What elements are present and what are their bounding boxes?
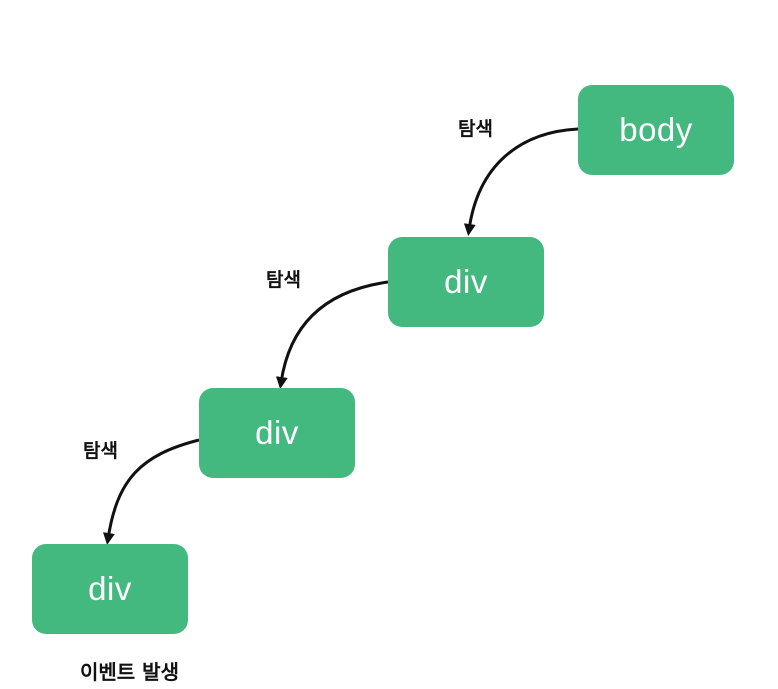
arrow-body-to-div1	[463, 127, 579, 236]
node-body: body	[578, 85, 734, 175]
edge-label-search-3: 탐색	[83, 440, 118, 462]
edge-label-search-1: 탐색	[458, 118, 493, 140]
node-div-2: div	[199, 388, 355, 478]
arrow-div1-to-div2	[275, 280, 389, 389]
node-div-1: div	[388, 237, 544, 327]
node-div-3: div	[32, 544, 188, 634]
caption-event-occurred: 이벤트 발생	[80, 660, 179, 684]
edge-label-search-2: 탐색	[266, 269, 301, 291]
arrow-div2-to-div3	[102, 438, 200, 545]
